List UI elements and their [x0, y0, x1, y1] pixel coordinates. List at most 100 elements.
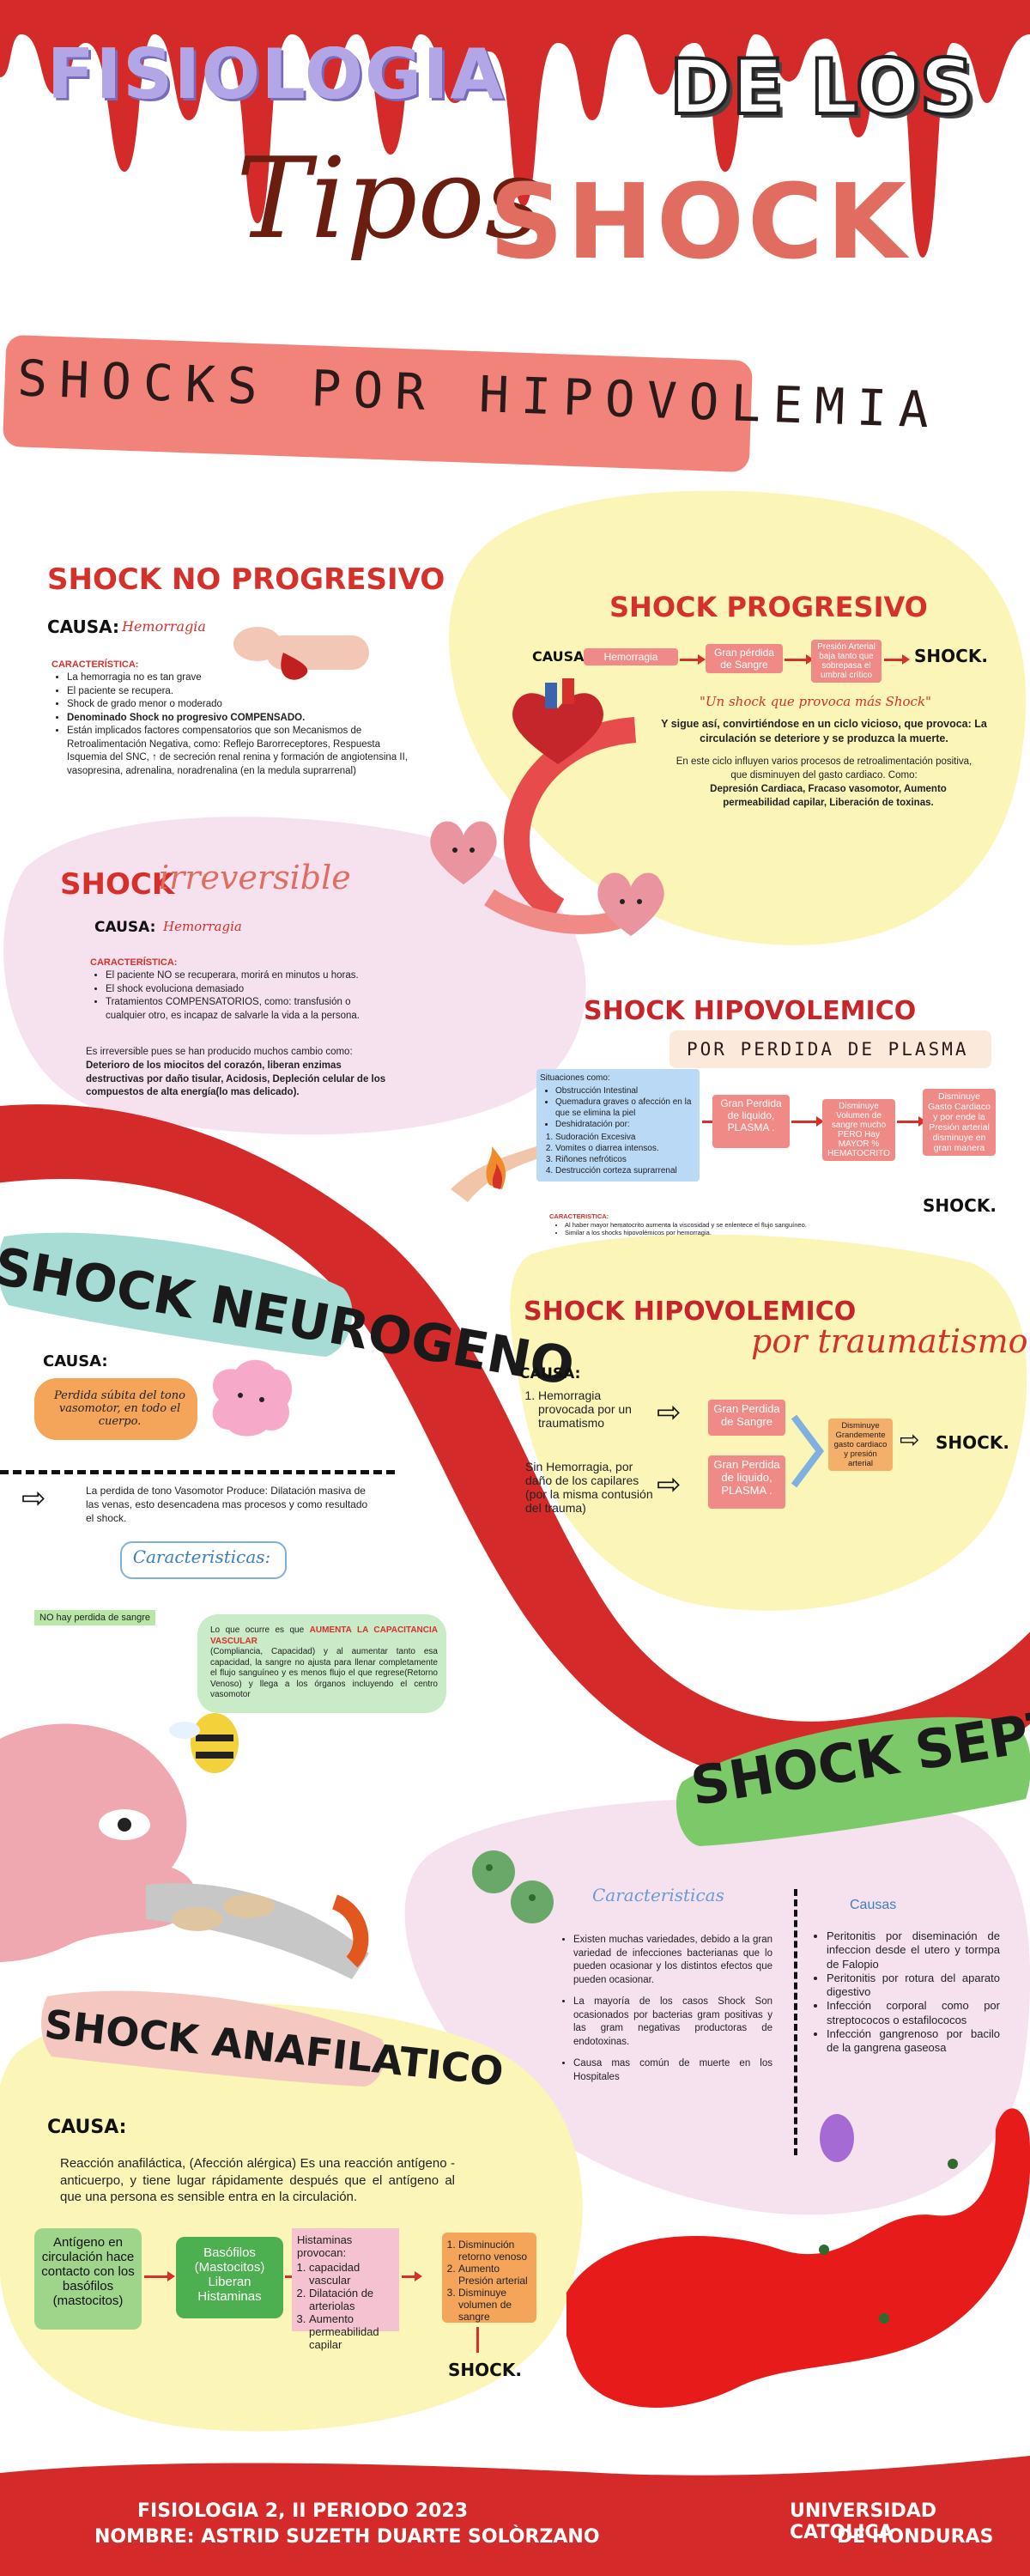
- list-item: Peritonitis por diseminación de infeccio…: [827, 1929, 1000, 1971]
- anafilactico-causa-text: Reacción anafiláctica, (Afección alérgic…: [60, 2156, 455, 2204]
- list-item: El shock evoluciona demasiado: [106, 983, 373, 997]
- car-right-c: (Compliancia, Capacidad) y al aumentar t…: [210, 1647, 438, 1699]
- flow-box-volumen: Disminuye Volumen de sangre mucho PERO H…: [822, 1099, 895, 1161]
- progresivo-causa-label: CAUSA:: [532, 648, 591, 665]
- list-item: Destrucción corteza suprarrenal: [555, 1165, 696, 1176]
- hipo-plasma-subtitle: POR PERDIDA DE PLASMA: [687, 1039, 969, 1060]
- list-item: Quemadura graves o afección en la que se…: [555, 1097, 696, 1119]
- neurogeno-causa-label: CAUSA:: [43, 1352, 108, 1370]
- bacterium-icon: [820, 2114, 854, 2162]
- list-item: La mayoría de los casos Shock Son ocasio…: [573, 1996, 772, 2049]
- septico-title-bg: [676, 1716, 1030, 1846]
- irreversible-title-a: SHOCK: [60, 867, 175, 902]
- body-hemorrhage-icon: [233, 627, 369, 680]
- trauma-box-sangre: Gran Perdida de Sangre: [708, 1400, 785, 1436]
- hipo-trauma-title-b: por traumatismo: [751, 1322, 1028, 1360]
- septico-car-list: Existen muchas variedades, debido a la g…: [558, 1932, 772, 2086]
- anafilactico-shock: SHOCK.: [448, 2360, 522, 2380]
- no-progresivo-title: SHOCK NO PROGRESIVO: [47, 562, 445, 597]
- list-item: capacidad vascular: [309, 2261, 394, 2287]
- flow-arrow: [897, 1116, 926, 1127]
- list-item: La hemorragia no es tan grave: [67, 671, 421, 685]
- neurogeno-car-left: NO hay perdida de sangre: [34, 1610, 156, 1625]
- list-item: El paciente NO se recuperara, morirá en …: [106, 969, 373, 983]
- list-item: Tratamientos COMPENSATORIOS, como: trans…: [106, 996, 373, 1023]
- trauma-box-plasma: Gran Perdida de liquido, PLASMA .: [708, 1455, 785, 1509]
- flow-box-gasto: Disminuye Gasto Cardiaco y por ende la P…: [923, 1089, 996, 1156]
- arrow-icon: ⇨: [900, 1426, 920, 1453]
- title-tipos: Tipos: [236, 133, 542, 264]
- anaf-box-antigeno: Antígeno en circulación hace contacto co…: [34, 2228, 142, 2330]
- heart-icon: [512, 678, 603, 764]
- list-item: Existen muchas variedades, debido a la g…: [573, 1934, 772, 1987]
- title-fisiologia: FISIOLOGIA: [47, 34, 506, 114]
- irreversible-title-b: irreversible: [159, 859, 351, 896]
- irreversible-p1: Es irreversible pues se han producido mu…: [86, 1047, 353, 1057]
- hipo-plasma-shock: SHOCK.: [923, 1195, 997, 1216]
- hipo-trauma-c2: Sin Hemorragia, por daño de los capilare…: [525, 1460, 653, 1515]
- flow-arrow: [791, 1116, 824, 1127]
- flow-arrow: [680, 654, 706, 665]
- divider: [0, 1470, 395, 1474]
- septico-causas-title: Causas: [850, 1898, 897, 1912]
- list-item: Dilatación de arteriolas: [309, 2287, 394, 2312]
- situaciones-label: Situaciones como:: [540, 1073, 610, 1083]
- hipo-plasma-subtitle-box: [670, 1030, 991, 1068]
- list-item: Shock de grado menor o moderado: [67, 698, 421, 712]
- neurogeno-title-bg: [0, 1232, 353, 1357]
- sad-heart-icon: [597, 872, 664, 936]
- anaf-box-efectos: Disminución retorno venoso Aumento Presi…: [442, 2233, 536, 2323]
- flow-box-liquido: Gran Perdida de liquido, PLASMA .: [712, 1095, 790, 1148]
- flow-arrow-down: [476, 2327, 479, 2353]
- car-right-a: Lo que ocurre es que: [210, 1625, 310, 1635]
- no-progresivo-list: La hemorragia no es tan grave El pacient…: [52, 670, 421, 780]
- neurogeno-car-right-bg: [197, 1614, 446, 1713]
- neurogeno-produce: La perdida de tono Vasomotor Produce: Di…: [86, 1485, 368, 1525]
- list-item: Causa mas común de muerte en los Hospita…: [573, 2057, 772, 2084]
- list-item: Similar a los shocks hipovolémicos por h…: [565, 1229, 961, 1236]
- list-item: Al haber mayor hematocrito aumenta la vi…: [565, 1221, 961, 1229]
- footer-university-1: UNIVERSIDAD CATOLICA: [790, 2500, 937, 2543]
- title-de-los: DE LOS: [668, 41, 976, 133]
- list-item: Riñones nefróticos: [555, 1154, 696, 1165]
- septico-causas-list: Peritonitis por diseminación de infeccio…: [811, 1928, 1000, 2057]
- list-item: Hemorragia provocada por un traumatismo: [538, 1388, 657, 1430]
- list-item: Obstrucción Intestinal: [555, 1085, 696, 1097]
- anafilactico-causa-label: CAUSA:: [47, 2117, 127, 2138]
- hipo-trauma-c1: Hemorragia provocada por un traumatismo: [519, 1387, 657, 1431]
- neurogeno-car-title: Caracteristicas:: [132, 1546, 271, 1567]
- neurogeno-causa-value: Perdida súbita del tono vasomotor, en to…: [54, 1389, 185, 1428]
- flow-box-perdida: Gran pérdida de Sangre: [706, 644, 783, 673]
- irreversible-list: El paciente NO se recuperara, morirá en …: [90, 968, 373, 1024]
- progresivo-title: SHOCK PROGRESIVO: [609, 591, 928, 623]
- neurogeno-car-right: Lo que ocurre es que AUMENTA LA CAPACITA…: [210, 1625, 438, 1701]
- flow-arrow: [402, 2271, 422, 2281]
- sad-heart-icon: [430, 821, 497, 884]
- neurogeno-causa-box: [34, 1378, 197, 1440]
- flow-arrow: [785, 654, 814, 665]
- septico-car-title: Caracteristicas: [592, 1885, 724, 1905]
- list-item: El paciente se recupera.: [67, 685, 421, 699]
- trauma-box-gasto: Disminuye Grandemente gasto cardiaco y p…: [828, 1419, 893, 1471]
- list-item: Deshidratación por:: [555, 1119, 696, 1130]
- list-item: Aumento Presión arterial: [458, 2263, 532, 2287]
- car-right-b: AUMENTA LA CAPACITANCIA VASCULAR: [210, 1625, 438, 1646]
- progresivo-p2: En este ciclo influyen varios procesos d…: [676, 756, 972, 781]
- footer-course: FISIOLOGIA 2, II PERIODO 2023: [137, 2500, 468, 2522]
- footer-name: NOMBRE: ASTRID SUZETH DUARTE SOLÒRZANO: [94, 2526, 600, 2548]
- hipo-trauma-causa-label: CAUSA:: [519, 1365, 581, 1382]
- list-item: Peritonitis por rotura del aparato diges…: [827, 1971, 1000, 2000]
- arrow-icon: ⇨: [657, 1396, 682, 1429]
- brain-icon: [212, 1359, 292, 1437]
- progresivo-shock: SHOCK.: [914, 646, 988, 666]
- anafilactico-title-bg: [41, 1990, 385, 2087]
- irreversible-causa-value: Hemorragia: [163, 919, 242, 934]
- no-progresivo-causa-label: CAUSA:: [47, 617, 120, 637]
- irreversible-car-label: CARACTERÍSTICA:: [90, 957, 178, 968]
- list-item: Aumento permeabilidad capilar: [309, 2312, 394, 2351]
- allergy-face-illustration: [0, 1713, 369, 1979]
- intestine-illustration: [566, 2108, 1030, 2408]
- list-item: Sudoración Excesiva: [555, 1132, 696, 1143]
- situaciones-box: Situaciones como: Obstrucción Intestinal…: [536, 1069, 700, 1182]
